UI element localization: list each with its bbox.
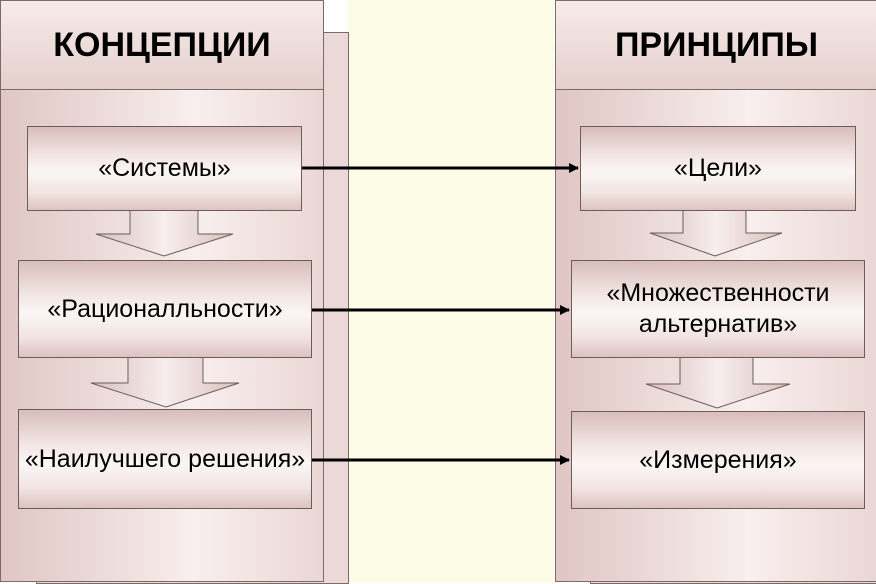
down-arrow-concepts-1 [95,209,234,257]
principle-box-goals: «Цели» [580,126,856,211]
down-arrow-concepts-2 [90,355,240,408]
principle-box-alternatives: «Множественности альтернатив» [571,260,865,358]
down-arrow-principles-2 [645,355,791,409]
center-background [348,0,554,583]
principles-title: ПРИНЦИПЫ [556,1,876,90]
concepts-title: КОНЦЕПЦИИ [1,1,323,90]
down-arrow-principles-1 [649,209,783,257]
concept-box-rationality: «Рационалльности» [18,260,312,358]
principle-box-measurement: «Измерения» [571,411,865,509]
concept-box-systems: «Системы» [27,126,302,211]
concept-box-best-solution: «Наилучшего решения» [18,409,312,509]
